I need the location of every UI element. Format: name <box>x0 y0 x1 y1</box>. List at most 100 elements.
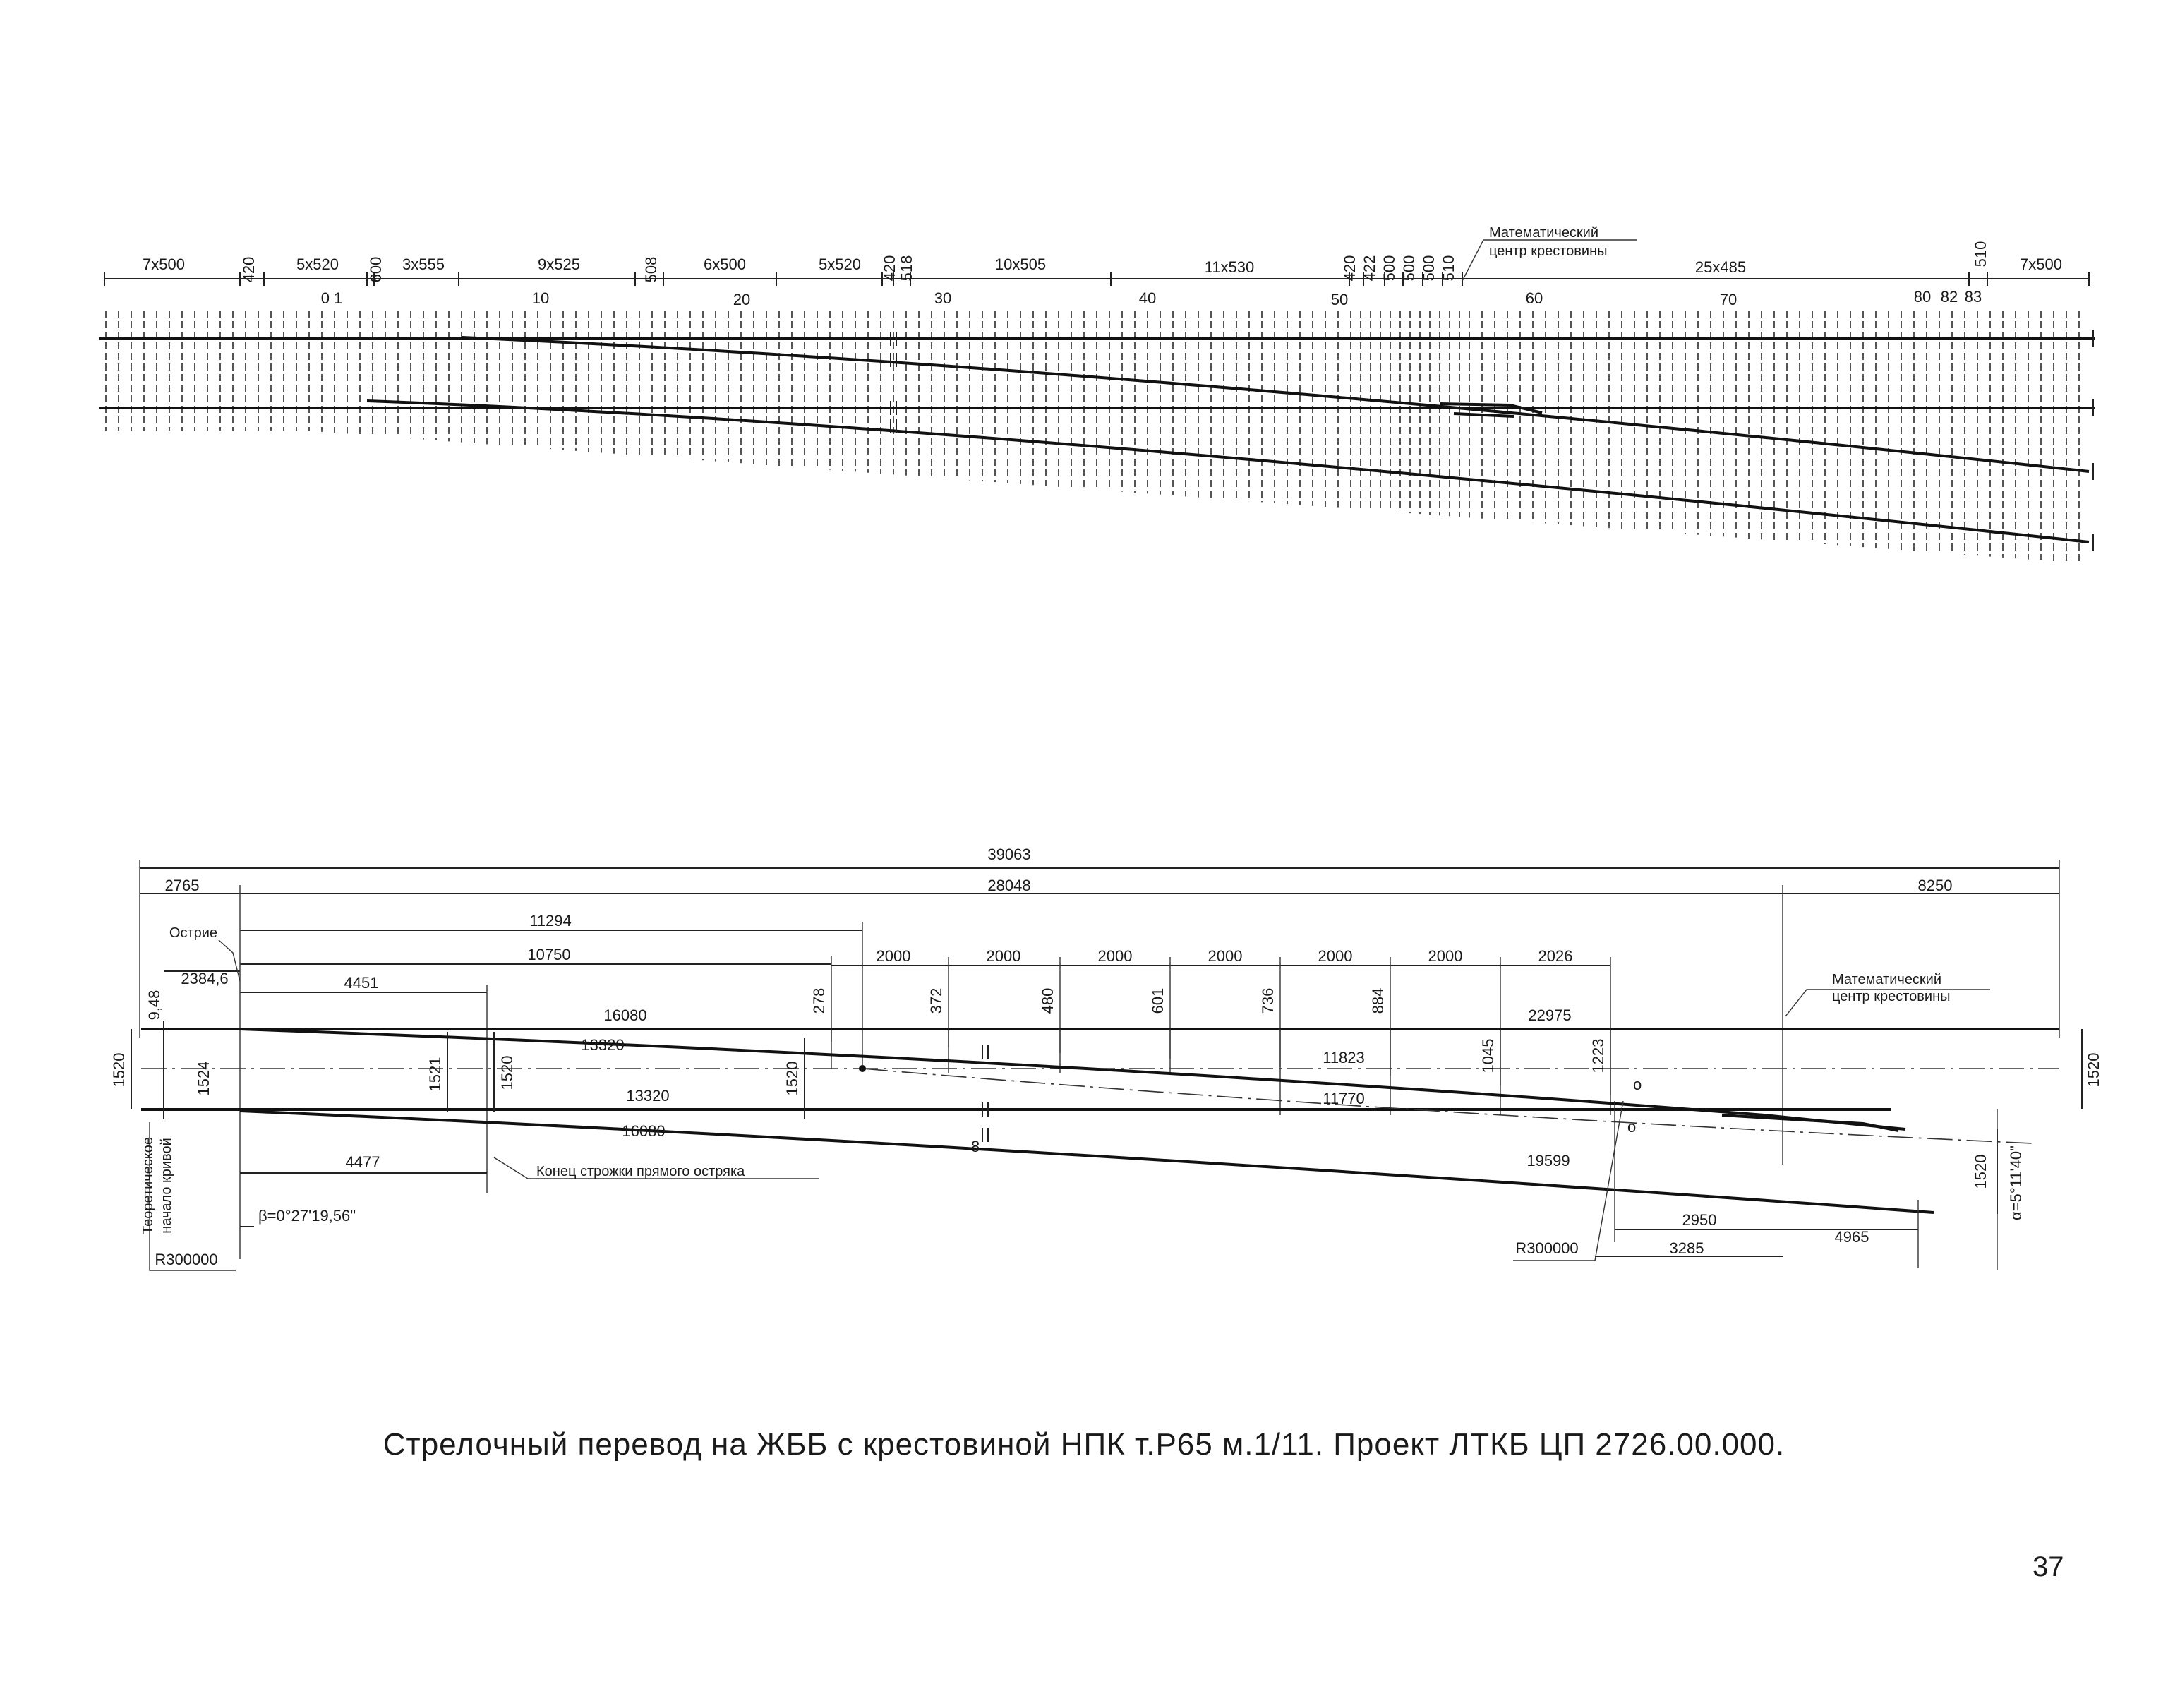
tie-spacing-label: 9x525 <box>538 255 580 273</box>
length-11770: 11770 <box>1323 1090 1365 1107</box>
ord-spacing: 2000 <box>1208 947 1243 965</box>
rail-joint-marks <box>982 1045 989 1142</box>
tie-number: 40 <box>1139 289 1156 307</box>
ordinate: 1045 <box>1479 1039 1497 1073</box>
dim-948: 9,48 <box>145 990 163 1021</box>
tie-number: 0 1 <box>321 289 343 307</box>
tie-spacing-label: 5x520 <box>296 255 339 273</box>
gauge-left-2: 1524 <box>195 1062 212 1096</box>
ordinate: 601 <box>1149 988 1167 1014</box>
length-11823: 11823 <box>1323 1049 1365 1066</box>
tie-spacing-label: 6x500 <box>704 255 746 273</box>
switch-center-point <box>859 1065 866 1072</box>
tie-spacing-label: 10x505 <box>995 255 1046 273</box>
length-19599: 19599 <box>1526 1152 1570 1169</box>
gauge-1520: 1520 <box>498 1056 516 1090</box>
dim-theoretical-length: 28048 <box>987 877 1030 894</box>
angle-beta: β=0°27'19,56" <box>258 1207 356 1225</box>
ord-spacing: 2000 <box>877 947 911 965</box>
ties <box>105 311 2080 563</box>
tie-number: 20 <box>733 291 750 308</box>
ord-spacing: 2000 <box>987 947 1021 965</box>
ordinate: 736 <box>1259 988 1277 1014</box>
mark-o: о <box>1627 1118 1636 1136</box>
dim-3285: 3285 <box>1670 1239 1704 1257</box>
ord-spacing: 2000 <box>1098 947 1133 965</box>
length-22975: 22975 <box>1528 1006 1571 1024</box>
tie-number: 10 <box>532 289 549 307</box>
math-center-label: центр крестовины <box>1489 243 1608 259</box>
ostrie-leader <box>218 939 241 982</box>
label-konets-strozhki: Конец строжки прямого остряка <box>536 1164 745 1179</box>
ordinate: 480 <box>1039 988 1056 1014</box>
label-ostrie: Острие <box>169 925 217 941</box>
frog-wing-top <box>1439 402 1543 414</box>
rail-joints <box>890 330 2094 551</box>
dim-11294: 11294 <box>529 912 572 930</box>
label-theoretical-start: Теоретическое <box>140 1137 156 1234</box>
length-13320: 13320 <box>581 1036 624 1054</box>
mark-o: о <box>1633 1076 1642 1093</box>
dim-2384: 2384,6 <box>181 970 228 987</box>
tie-spacing-label: 25x485 <box>1695 258 1746 276</box>
tie-number: 82 <box>1941 288 1958 306</box>
math-center-label: Математический <box>1489 225 1598 241</box>
dim-total: 39063 <box>987 846 1030 863</box>
tie-spacing-label: 420 <box>881 255 898 282</box>
ordinate: 372 <box>927 988 945 1014</box>
tie-spacing-label: 500 <box>1400 255 1418 282</box>
gauge-dimension-lines <box>131 1021 2083 1214</box>
tie-spacing-label: 420 <box>1341 255 1359 282</box>
tie-spacing-label: 500 <box>1380 255 1398 282</box>
drawing-caption: Стрелочный перевод на ЖББ с крестовиной … <box>383 1427 1785 1462</box>
tie-spacing-label: 600 <box>367 257 385 283</box>
tie-spacing-label: 510 <box>1440 255 1457 282</box>
mark-8: 8 <box>971 1138 980 1155</box>
gauge-right: 1520 <box>2085 1053 2102 1088</box>
tie-spacing-label: 7x500 <box>2020 255 2062 273</box>
tie-spacing-label: 7x500 <box>143 255 185 273</box>
dim-4965: 4965 <box>1835 1228 1869 1246</box>
radius-right: R300000 <box>1515 1239 1578 1257</box>
ordinate: 884 <box>1369 988 1387 1014</box>
length-16080: 16080 <box>603 1006 646 1024</box>
tie-spacing-label: 420 <box>240 257 258 283</box>
math-center-leader <box>1785 989 1990 1017</box>
tie-number: 80 <box>1914 288 1931 306</box>
ord-spacing: 2000 <box>1318 947 1353 965</box>
frog-point <box>1721 1114 1899 1132</box>
tie-spacing-label: 518 <box>898 255 915 282</box>
switch-curve-rail-2 <box>239 1109 1934 1214</box>
dim-4451: 4451 <box>344 974 379 992</box>
gauge-1520: 1520 <box>783 1062 801 1096</box>
tie-number: 70 <box>1720 291 1737 308</box>
dim-4477: 4477 <box>346 1153 380 1171</box>
konets-leader <box>493 1157 819 1179</box>
tie-spacing-label: 510 <box>1972 241 1989 267</box>
tie-spacing-label: 500 <box>1420 255 1438 282</box>
math-center-callout-top: Математический центр крестовины <box>1462 225 1637 282</box>
dim-rear-overhang: 8250 <box>1918 877 1953 894</box>
tie-number: 50 <box>1331 291 1348 308</box>
tie-spacing-label: 3x555 <box>402 255 445 273</box>
ordinate: 1223 <box>1589 1039 1607 1073</box>
dim-2950: 2950 <box>1682 1211 1717 1229</box>
tie-layout-drawing: 7x500 420 5x520 600 3x555 9x525 508 6x50… <box>99 225 2095 563</box>
tie-spacing-label: 11x530 <box>1205 258 1255 276</box>
radius-left: R300000 <box>155 1251 217 1268</box>
tie-spacing-label: 422 <box>1361 255 1378 282</box>
math-center-label: центр крестовины <box>1832 989 1951 1004</box>
tie-spacing-label: 508 <box>642 257 660 283</box>
frog-core <box>1453 412 1514 418</box>
length-13320: 13320 <box>626 1087 669 1105</box>
page-number: 37 <box>2032 1551 2064 1582</box>
dim-front-overhang: 2765 <box>165 877 200 894</box>
angle-alpha: α=5°11'40" <box>2007 1145 2025 1220</box>
switch-curve-rail-1 <box>239 1028 1906 1131</box>
track-axis-diverging <box>862 1068 2033 1144</box>
diverging-rail-outer <box>462 336 2090 473</box>
gauge-1521: 1521 <box>426 1057 444 1092</box>
tie-number: 30 <box>934 289 951 307</box>
math-center-label: Математический <box>1832 972 1941 987</box>
